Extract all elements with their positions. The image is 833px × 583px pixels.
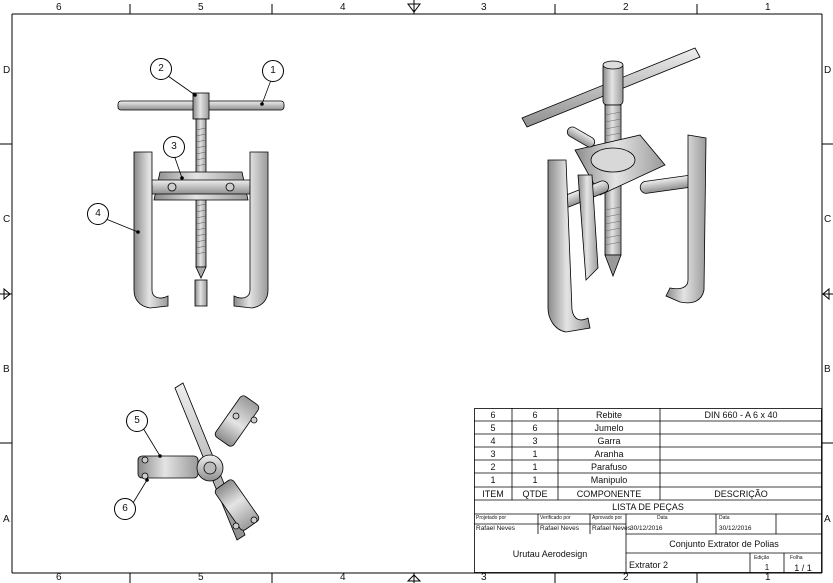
bom-row-1-qty: 1 (532, 475, 538, 485)
balloon-4: 4 (87, 203, 109, 225)
col-label-3-bottom: 3 (481, 572, 487, 583)
balloon-1: 1 (262, 60, 284, 82)
col-label-1-top: 1 (765, 2, 771, 13)
bom-row-4-item: 4 (490, 436, 496, 446)
date-value: 30/12/2016 (630, 525, 663, 532)
bom-row-1-item: 1 (490, 475, 496, 485)
bom-title: LISTA DE PEÇAS (612, 502, 684, 512)
col-label-5-top: 5 (198, 2, 204, 13)
col-label-4-bottom: 4 (340, 572, 346, 583)
bom-row-6-component: Rebite (595, 410, 622, 420)
date2-value: 30/12/2016 (719, 525, 752, 532)
date2-label: Data (719, 515, 730, 521)
bom-row-5-component: Jumelo (594, 423, 624, 433)
col-label-6-bottom: 6 (56, 572, 62, 583)
balloon-6: 6 (114, 498, 136, 520)
balloon-3: 3 (163, 136, 185, 158)
row-label-c-left: C (3, 214, 11, 225)
approved-by-label: Aprovado por (592, 515, 623, 521)
col-label-6-top: 6 (56, 2, 62, 13)
company-name: Urutau Aerodesign (512, 549, 588, 559)
edition-value: 1 (764, 563, 770, 572)
bom-row-4-qty: 3 (532, 436, 538, 446)
bom-row-3-item: 3 (490, 449, 496, 459)
leader-lines (105, 75, 272, 504)
row-label-d-right: D (824, 65, 832, 76)
bom-row-5-qty: 6 (532, 423, 538, 433)
row-label-b-right: B (824, 364, 831, 375)
designed-by-label: Projetado por (476, 515, 507, 521)
bom-row-6-qty: 6 (532, 410, 538, 420)
date-label: Data (657, 515, 668, 521)
bom-header-qty: QTDE (522, 489, 548, 499)
col-label-1-bottom: 1 (765, 572, 771, 583)
drawing-title: Conjunto Extrator de Polias (669, 539, 779, 549)
title-block-grid (474, 408, 822, 573)
bom-row-1-component: Manipulo (590, 475, 628, 485)
bom-header-description: DESCRIÇÃO (714, 489, 768, 499)
bom-row-6-item: 6 (490, 410, 496, 420)
leader-arrows (136, 93, 264, 482)
title-block: 6 6 Rebite DIN 660 - A 6 x 40 5 6 Jumelo… (474, 408, 822, 573)
bom-row-4-component: Garra (597, 436, 621, 446)
col-label-4-top: 4 (340, 2, 346, 13)
row-label-c-right: C (824, 214, 832, 225)
sheet-label: Folha (790, 555, 803, 561)
col-label-3-top: 3 (481, 2, 487, 13)
col-label-2-bottom: 2 (623, 572, 629, 583)
sheet-value: 1 / 1 (794, 563, 812, 573)
balloon-5: 5 (126, 410, 148, 432)
row-label-b-left: B (3, 364, 10, 375)
bom-row-6-description: DIN 660 - A 6 x 40 (704, 410, 778, 420)
balloon-2: 2 (150, 58, 172, 80)
bom-row-3-component: Aranha (594, 449, 624, 459)
drawing-name: Extrator 2 (629, 560, 669, 570)
bom-row-2-qty: 1 (532, 462, 538, 472)
bom-row-5-item: 5 (490, 423, 496, 433)
checked-by-label: Verificado por (540, 515, 571, 521)
row-label-a-left: A (3, 514, 10, 525)
front-view (117, 92, 285, 309)
designed-by-value: Rafael Neves (476, 525, 516, 532)
bom-row-2-component: Parafuso (590, 462, 628, 472)
col-label-5-bottom: 5 (198, 572, 204, 583)
bom-header-item: ITEM (482, 489, 504, 499)
bom-row-3-qty: 1 (532, 449, 538, 459)
approved-by-value: Rafael Neves (592, 525, 632, 532)
bom-header-component: COMPONENTE (576, 489, 642, 499)
top-view (137, 382, 260, 541)
col-label-2-top: 2 (623, 2, 629, 13)
isometric-view (521, 47, 707, 333)
row-label-a-right: A (824, 514, 831, 525)
edition-label: Edição (754, 555, 770, 561)
checked-by-value: Rafael Neves (540, 525, 580, 532)
row-label-d-left: D (3, 65, 11, 76)
bom-row-2-item: 2 (490, 462, 496, 472)
